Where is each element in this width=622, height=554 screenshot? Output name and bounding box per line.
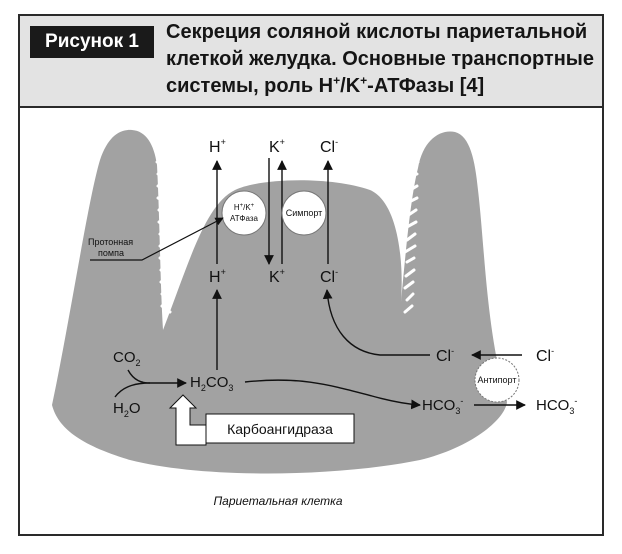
pump-label-line2: АТФаза xyxy=(230,214,258,223)
title-sup-1: + xyxy=(333,73,341,88)
proton-pump-label-2: помпа xyxy=(98,248,124,258)
title-text-main: Секреция соляной кислоты париетальной кл… xyxy=(166,21,594,97)
label-h-top: H+ xyxy=(209,137,226,156)
label-cl-outside: Cl- xyxy=(536,346,554,365)
label-co2: CO2 xyxy=(113,349,141,368)
label-cl-top: Cl- xyxy=(320,137,338,156)
label-h2co3: H2CO3 xyxy=(190,374,233,393)
proton-pump-pointer xyxy=(90,217,224,261)
label-k-top: K+ xyxy=(269,137,285,156)
carbonic-anhydrase-box xyxy=(205,413,355,444)
figure-header: Рисунок 1 Секреция соляной кислоты парие… xyxy=(20,16,602,108)
label-h2o: H2O xyxy=(113,400,141,419)
figure-title: Секреция соляной кислоты париетальной кл… xyxy=(166,19,598,100)
label-hco3-inside: HCO3- xyxy=(422,396,463,416)
arrow-co2-merge xyxy=(127,369,151,384)
arrow-h2co3-to-hco3 xyxy=(244,379,421,410)
canaliculi-left xyxy=(155,148,172,314)
label-cl-mid: Cl- xyxy=(320,267,338,286)
carbonic-anhydrase-label: Карбоангидраза xyxy=(227,421,333,437)
figure-caption: Париетальная клетка xyxy=(213,494,342,508)
label-k-mid: K+ xyxy=(269,267,285,286)
pump-circle xyxy=(221,190,267,236)
title-sup-2: + xyxy=(360,73,368,88)
title-text-slash: /K xyxy=(340,75,361,97)
label-cl-inside: Cl- xyxy=(436,346,454,365)
label-h-mid: H+ xyxy=(209,267,226,286)
antiport-circle xyxy=(474,357,520,403)
arrow-cl-to-apical xyxy=(322,289,430,356)
cell-body xyxy=(52,129,507,474)
symport-circle xyxy=(281,190,327,236)
label-hco3-outside: HCO3- xyxy=(536,396,577,416)
proton-pump-label-1: Протонная xyxy=(88,237,133,247)
canaliculi-right xyxy=(403,148,420,314)
antiport-label: Антипорт xyxy=(478,375,517,385)
pump-label-line1: H+/K+ xyxy=(234,203,255,212)
symport-label: Симпорт xyxy=(286,208,323,218)
figure-badge: Рисунок 1 xyxy=(30,26,154,58)
title-text-end: -АТФазы [4] xyxy=(367,75,485,97)
